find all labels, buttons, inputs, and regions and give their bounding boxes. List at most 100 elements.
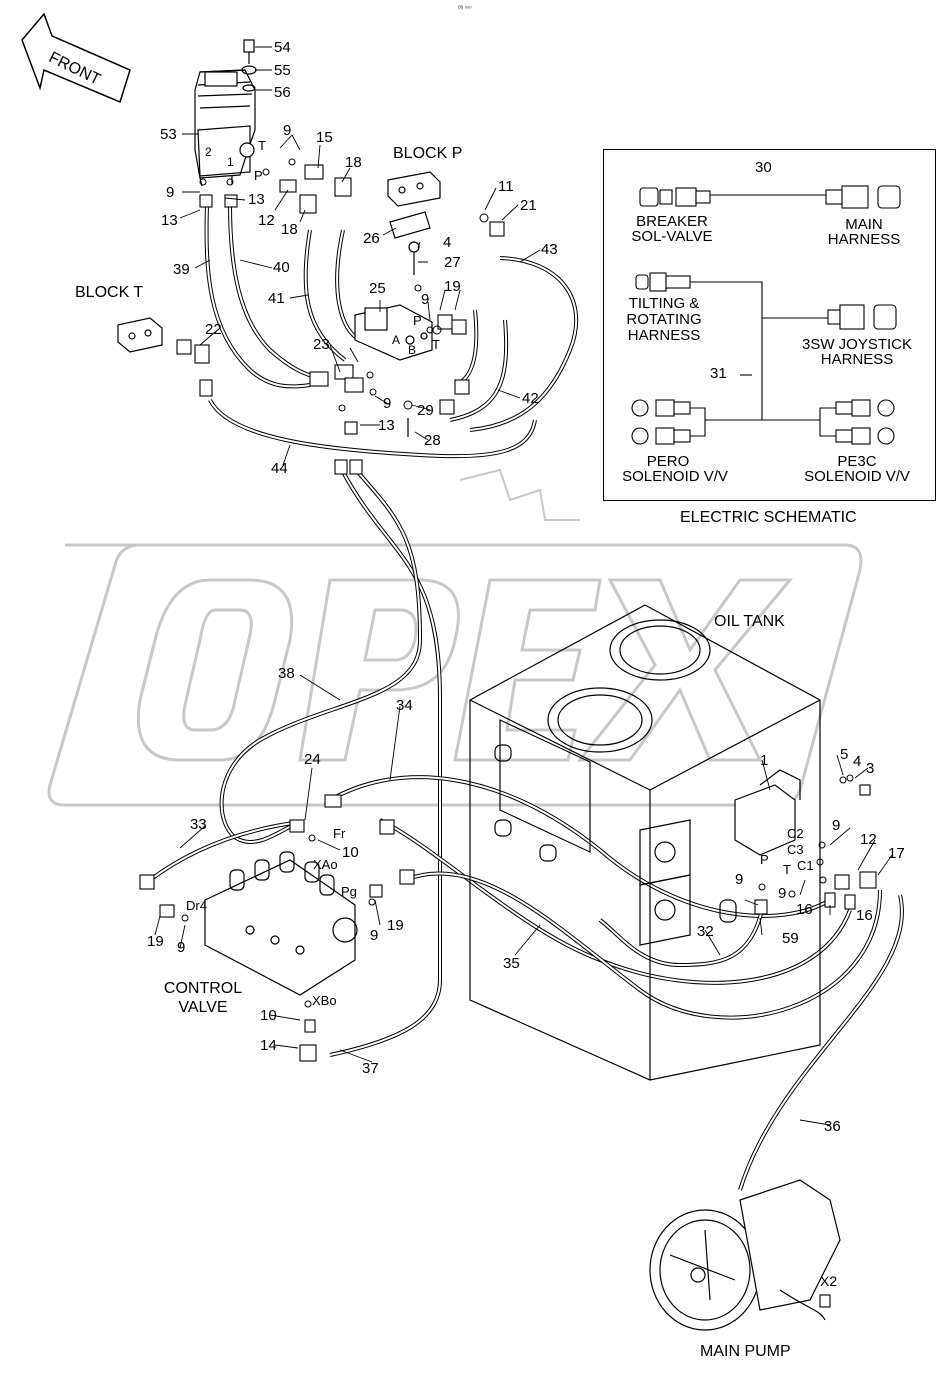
connector-icons bbox=[631, 185, 901, 445]
callout-23: 23 bbox=[313, 336, 330, 353]
callout-9: 9 bbox=[177, 939, 186, 956]
port-label: C3 bbox=[787, 842, 804, 857]
callout-13: 13 bbox=[378, 417, 395, 434]
callout-1: 1 bbox=[760, 752, 769, 769]
title-main-pump: MAIN PUMP bbox=[700, 1343, 791, 1360]
callout-32: 32 bbox=[697, 923, 714, 940]
callout-39: 39 bbox=[173, 261, 190, 278]
callout-9: 9 bbox=[735, 871, 744, 888]
port-label: T bbox=[258, 138, 266, 153]
port-label: X2 bbox=[820, 1273, 838, 1289]
callout-28: 28 bbox=[424, 432, 441, 449]
callout-9: 9 bbox=[778, 885, 787, 902]
schem-main-1: MAIN bbox=[845, 216, 883, 233]
port-label: 1 bbox=[227, 155, 234, 169]
callout-24: 24 bbox=[304, 751, 321, 768]
callout-14: 14 bbox=[260, 1037, 277, 1054]
schem-tilt-1: TILTING & bbox=[628, 295, 700, 312]
callout-25: 25 bbox=[369, 280, 386, 297]
title-control-valve-2: VALVE bbox=[178, 999, 228, 1016]
port-label: T bbox=[783, 862, 791, 877]
callout-9: 9 bbox=[283, 122, 292, 139]
schem-breaker-2: SOL-VALVE bbox=[631, 228, 713, 245]
callout-12: 12 bbox=[860, 831, 877, 848]
port-label: Pg bbox=[341, 884, 357, 899]
callout-26: 26 bbox=[363, 230, 380, 247]
schem-callout-30: 30 bbox=[755, 159, 772, 176]
schem-joy-2: HARNESS bbox=[820, 351, 894, 368]
port-label: A bbox=[392, 333, 401, 347]
callout-21: 21 bbox=[520, 197, 537, 214]
callout-19: 19 bbox=[147, 933, 164, 950]
callout-54: 54 bbox=[274, 39, 291, 56]
title-electric-schematic: ELECTRIC SCHEMATIC bbox=[680, 509, 857, 526]
callout-59: 59 bbox=[782, 930, 799, 947]
port-label: T bbox=[432, 337, 440, 352]
front-arrow-icon bbox=[21, 12, 131, 104]
callout-10: 10 bbox=[342, 844, 359, 861]
schem-joy-1: 3SW JOYSTICK bbox=[801, 336, 913, 353]
title-oil-tank: OIL TANK bbox=[714, 613, 785, 630]
schem-main-2: HARNESS bbox=[827, 231, 901, 248]
callout-9: 9 bbox=[370, 927, 379, 944]
callout-38: 38 bbox=[278, 665, 295, 682]
port-label: B bbox=[408, 343, 417, 357]
schem-pero-1: PERO bbox=[646, 453, 690, 470]
corner-mark: ᴰᴮ ᵒᵒᵒ bbox=[458, 6, 472, 12]
callout-53: 53 bbox=[160, 126, 177, 143]
port-label: Dr4 bbox=[186, 898, 207, 913]
electric-schematic-box bbox=[603, 149, 936, 501]
callout-4: 4 bbox=[853, 753, 862, 770]
callout-18: 18 bbox=[345, 154, 362, 171]
callout-17: 17 bbox=[888, 845, 905, 862]
callout-27: 27 bbox=[444, 254, 461, 271]
callout-16: 16 bbox=[856, 907, 873, 924]
callout-9: 9 bbox=[383, 395, 392, 412]
callout-5: 5 bbox=[840, 746, 849, 763]
callout-34: 34 bbox=[396, 697, 413, 714]
callout-35: 35 bbox=[503, 955, 520, 972]
callout-33: 33 bbox=[190, 816, 207, 833]
callout-16: 16 bbox=[796, 901, 813, 918]
port-label: P bbox=[413, 313, 422, 328]
callout-37: 37 bbox=[362, 1060, 379, 1077]
port-label: P bbox=[254, 168, 263, 183]
callout-10: 10 bbox=[260, 1007, 277, 1024]
callout-43: 43 bbox=[541, 241, 558, 258]
callout-4: 4 bbox=[443, 234, 452, 251]
callout-13: 13 bbox=[161, 212, 178, 229]
callout-22: 22 bbox=[205, 321, 222, 338]
callout-15: 15 bbox=[316, 129, 333, 146]
port-label: P bbox=[760, 852, 769, 867]
schem-breaker-1: BREAKER bbox=[636, 213, 708, 230]
callout-41: 41 bbox=[268, 290, 285, 307]
port-label: C2 bbox=[787, 826, 804, 841]
callout-9: 9 bbox=[421, 291, 430, 308]
opex-watermark-logo bbox=[47, 468, 863, 807]
port-label: 2 bbox=[205, 145, 212, 159]
callout-42: 42 bbox=[522, 390, 539, 407]
port-label: C1 bbox=[797, 858, 814, 873]
callout-19: 19 bbox=[444, 278, 461, 295]
schem-tilt-2: ROTATING bbox=[626, 311, 702, 328]
schem-tilt-3: HARNESS bbox=[627, 327, 701, 344]
port-label: XAo bbox=[313, 857, 338, 872]
callout-44: 44 bbox=[271, 460, 288, 477]
callout-12: 12 bbox=[258, 212, 275, 229]
callout-55: 55 bbox=[274, 62, 291, 79]
title-block-t: BLOCK T bbox=[75, 284, 144, 301]
callout-9: 9 bbox=[166, 184, 175, 201]
callout-3: 3 bbox=[866, 760, 875, 777]
schem-callout-31: 31 bbox=[710, 365, 727, 382]
callout-36: 36 bbox=[824, 1118, 841, 1135]
schem-pero-2: SOLENOID V/V bbox=[622, 468, 728, 485]
schem-pe3c-2: SOLENOID V/V bbox=[804, 468, 910, 485]
callout-29: 29 bbox=[417, 402, 434, 419]
callout-19: 19 bbox=[387, 917, 404, 934]
callout-9: 9 bbox=[832, 817, 841, 834]
title-block-p: BLOCK P bbox=[393, 145, 463, 162]
callout-56: 56 bbox=[274, 84, 291, 101]
callout-13: 13 bbox=[248, 191, 265, 208]
